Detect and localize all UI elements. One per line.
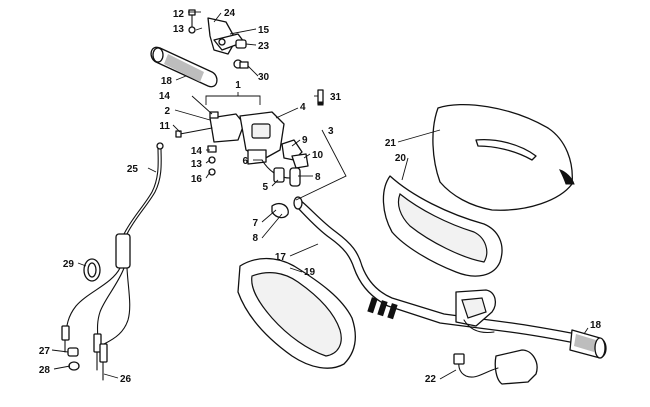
throttle-cable <box>61 142 164 381</box>
callout-14-lower: 14 <box>191 146 203 157</box>
part-31 <box>317 89 324 106</box>
callout-26: 26 <box>120 374 132 385</box>
callout-16: 16 <box>191 174 203 185</box>
washer-13-lower <box>208 156 216 164</box>
handlebar-grip-left <box>150 46 218 88</box>
callout-21: 21 <box>385 138 397 149</box>
callout-15: 15 <box>258 25 270 36</box>
callout-30: 30 <box>258 72 270 83</box>
part-14-lower <box>207 145 217 153</box>
part-8-upper <box>289 167 301 187</box>
handlebar-grip-right <box>569 329 607 359</box>
windshield-cover <box>432 103 575 211</box>
part-27 <box>67 347 79 357</box>
callout-18-left: 18 <box>161 76 173 87</box>
part-28 <box>68 361 80 371</box>
callout-13-top: 13 <box>173 24 185 35</box>
part-23 <box>235 39 247 49</box>
callout-5: 5 <box>262 182 268 193</box>
callout-8-lower: 8 <box>252 233 258 244</box>
part-10 <box>291 153 309 169</box>
callout-28: 28 <box>39 365 51 376</box>
hand-guard-lower <box>237 257 356 369</box>
throttle-control <box>455 289 497 334</box>
callout-23: 23 <box>258 41 270 52</box>
callout-31: 31 <box>330 92 342 103</box>
callout-1: 1 <box>235 80 241 91</box>
handlebar <box>293 196 583 345</box>
callout-labels: 12 13 24 15 23 30 18 1 14 2 11 4 31 3 14… <box>39 8 602 385</box>
callout-4: 4 <box>300 102 306 113</box>
callout-29: 29 <box>63 259 75 270</box>
callout-19: 19 <box>304 267 316 278</box>
callout-10: 10 <box>312 150 324 161</box>
callout-2: 2 <box>164 106 170 117</box>
part-30 <box>233 59 249 69</box>
ring-29 <box>83 258 101 282</box>
hand-guard-upper <box>382 175 503 277</box>
callout-22: 22 <box>425 374 437 385</box>
callout-25: 25 <box>127 164 139 175</box>
callout-7: 7 <box>252 218 258 229</box>
callout-8-upper: 8 <box>315 172 321 183</box>
switch-housing <box>209 111 285 165</box>
callout-24: 24 <box>224 8 236 19</box>
brake-lever-bracket <box>207 17 245 55</box>
grip-heater-harness <box>453 349 538 385</box>
callout-20: 20 <box>395 153 407 164</box>
callout-18-right: 18 <box>590 320 602 331</box>
callout-leaders <box>51 11 589 380</box>
callout-3: 3 <box>328 126 334 137</box>
callout-27: 27 <box>39 346 51 357</box>
washer-13-top <box>188 26 196 34</box>
callout-12: 12 <box>173 9 185 20</box>
screw-11 <box>175 127 213 138</box>
part-5 <box>273 167 285 183</box>
callout-6: 6 <box>242 156 248 167</box>
part-7 <box>271 202 289 219</box>
callout-14-top: 14 <box>159 91 171 102</box>
callout-17: 17 <box>275 252 287 263</box>
part-16 <box>208 168 216 176</box>
callout-13-lower: 13 <box>191 159 203 170</box>
callout-11: 11 <box>159 121 170 132</box>
part-14-upper <box>209 111 219 119</box>
callout-9: 9 <box>302 135 308 146</box>
